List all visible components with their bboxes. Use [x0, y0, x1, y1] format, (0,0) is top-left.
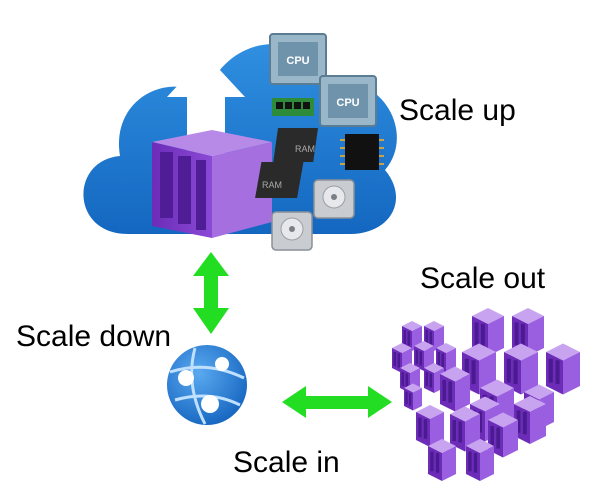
- double-arrow-icon: [193, 252, 229, 334]
- cpu-icon: CPU: [319, 75, 377, 127]
- container-icon: [514, 396, 546, 444]
- container-icon: [414, 341, 434, 371]
- container-icon: [152, 130, 272, 238]
- hard-drive-icon: [271, 211, 313, 251]
- scale-up-label: Scale up: [399, 94, 516, 127]
- container-icon: [488, 412, 518, 458]
- scale-out-label: Scale out: [420, 262, 546, 295]
- container-icon: [404, 383, 422, 411]
- ram-icon: RAM: [255, 162, 304, 198]
- app-service-icon: [167, 345, 247, 425]
- container-icon: [436, 343, 456, 373]
- memory-module-icon: [272, 98, 314, 116]
- microchip-icon: [340, 134, 384, 170]
- ram-label: RAM: [295, 144, 315, 154]
- container-icon: [440, 366, 470, 412]
- double-arrow-icon: [282, 386, 392, 418]
- container-cluster-icon: [392, 308, 580, 481]
- container-icon: [428, 439, 456, 481]
- scale-in-label: Scale in: [233, 446, 340, 479]
- cpu-label: CPU: [286, 55, 309, 67]
- hard-drive-icon: [313, 179, 355, 219]
- scale-down-label: Scale down: [16, 320, 172, 353]
- up-arrow-icon: [167, 55, 245, 160]
- ram-icon: RAM: [273, 128, 319, 162]
- cpu-label: CPU: [336, 97, 359, 109]
- container-icon: [546, 343, 580, 395]
- container-icon: [504, 343, 538, 395]
- container-icon: [416, 405, 444, 447]
- cpu-icon: CPU: [269, 33, 327, 85]
- ram-label: RAM: [262, 180, 282, 190]
- container-icon: [466, 439, 494, 481]
